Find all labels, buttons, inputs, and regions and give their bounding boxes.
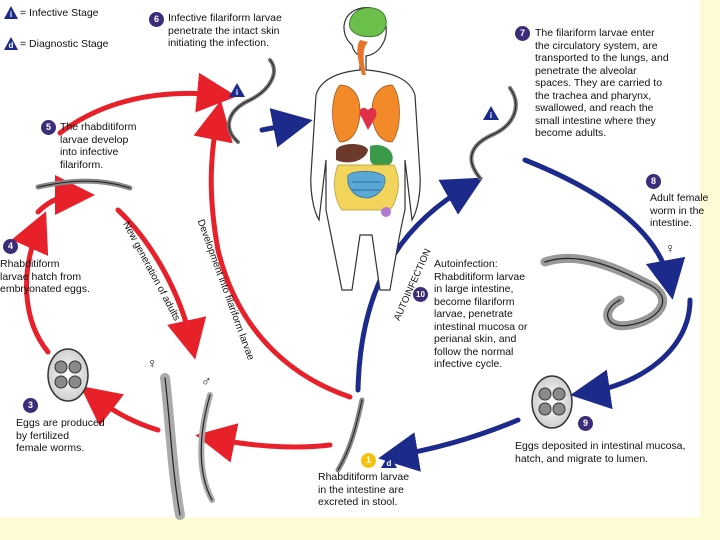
step-7-badge: 7: [515, 26, 530, 41]
infective-stage-icon-7: i: [483, 106, 499, 120]
blue-arrow-8-to-9: [570, 297, 693, 410]
diagnostic-stage-icon: d: [4, 37, 18, 50]
red-arrow-adults-to-eggs: [80, 385, 161, 433]
male-symbol: ♂: [201, 373, 212, 389]
step-1-text: Rhabditiform larvae in the intestine are…: [318, 471, 410, 508]
step-7-text: The filariform larvae enter the circulat…: [535, 27, 669, 139]
rhabditiform-larva-1: [335, 397, 365, 473]
step-8-text: Adult female worm in the intestine.: [650, 192, 709, 229]
step-9-text: Eggs deposited in intestinal mucosa, hat…: [515, 440, 686, 465]
step-5-text: The rhabditiform larvae develop into inf…: [60, 121, 137, 171]
red-arrow-stool-to-adults: [195, 423, 333, 463]
legend-infective: = Infective Stage: [20, 7, 99, 19]
red-arrow-4-to-5: [35, 175, 95, 216]
legend-diagnostic: = Diagnostic Stage: [20, 38, 109, 50]
svg-text:i: i: [10, 10, 12, 19]
human-body-figure: [310, 7, 421, 291]
blue-arrow-9-to-1: [378, 417, 521, 472]
filariform-larva-7: [469, 86, 518, 180]
egg-9: [531, 375, 573, 429]
blue-arrow-7-to-8: [522, 157, 686, 300]
step-3-text: Eggs are produced by fertilized female w…: [16, 417, 105, 454]
red-arrow-development: [193, 100, 353, 400]
step-3-badge: 3: [23, 398, 38, 413]
step-1-badge: 1: [361, 453, 376, 468]
step-9-badge: 9: [578, 416, 593, 431]
step-5-badge: 5: [41, 120, 56, 135]
red-arrow-5-to-6: [57, 72, 237, 136]
adult-female-worm-8: [540, 253, 667, 331]
step-4-text: Rhabditiform larvae hatch from embryonat…: [0, 258, 90, 295]
diagnostic-stage-icon-1: d: [381, 454, 397, 468]
step-6-text: Infective filariform larvae penetrate th…: [168, 12, 282, 49]
svg-text:i: i: [490, 111, 492, 120]
egg-3: [47, 348, 89, 402]
red-arrow-3-to-4: [11, 211, 51, 355]
adult-male-worm-2: [198, 392, 215, 503]
step-4-badge: 4: [3, 239, 18, 254]
svg-text:i: i: [236, 88, 238, 97]
female-symbol: ♀: [147, 355, 158, 371]
infective-stage-icon-6: i: [229, 83, 245, 97]
infective-stage-icon: i: [4, 6, 18, 19]
step-6-badge: 6: [149, 12, 164, 27]
red-arrow-new-generation: [115, 207, 207, 360]
step-10-text: Autoinfection: Rhabditiform larvae in la…: [434, 258, 528, 370]
svg-text:d: d: [9, 41, 14, 50]
step-8-badge: 8: [646, 174, 661, 189]
step-10-badge: 10: [413, 287, 428, 302]
female-symbol-8: ♀: [665, 240, 676, 256]
blue-arrow-skin-to-body: [259, 108, 313, 148]
svg-text:d: d: [387, 459, 392, 468]
